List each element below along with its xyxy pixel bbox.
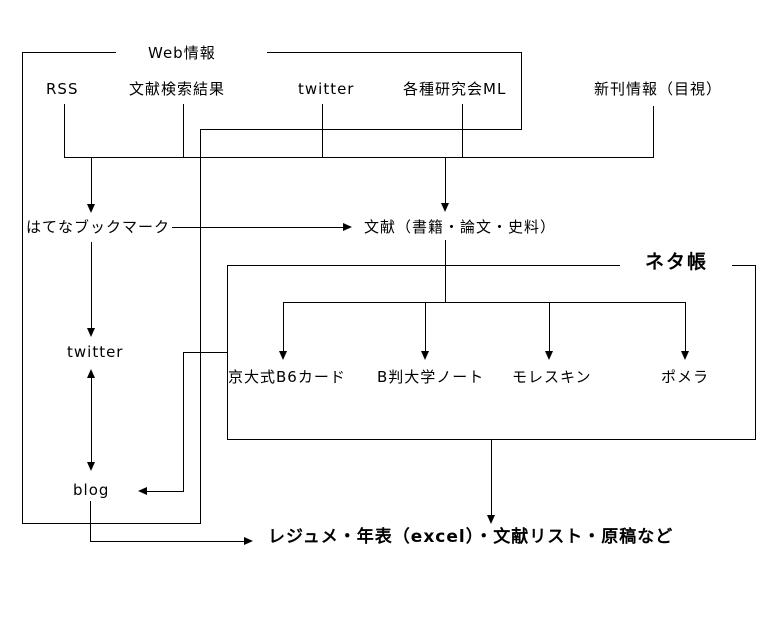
node-literature: 文献（書籍・論文・史料） [364,218,557,236]
search-results-drop-line [183,104,184,158]
webinfo-box-bottom-line [200,129,522,130]
arrow-twitter-blog-shaft [91,377,92,463]
arrow-to-pomera-shaft [685,302,686,352]
node-twitter-personal: twitter [67,343,124,361]
webinfo-box-right-line [521,52,522,130]
arrow-to-hatena-head [87,204,95,213]
node-idea-notebook: ネタ帳 [645,251,709,273]
webinfo-box-top-line-right [267,52,522,53]
netacho-to-blog-top-segment [183,352,228,353]
node-moleskine: モレスキン [512,368,592,386]
netacho-to-blog-shaft [146,491,183,492]
node-twitter-source: twitter [298,80,355,98]
netacho-to-blog-head [138,487,147,495]
netacho-to-outputs-shaft [491,439,492,516]
arrow-twitter-blog-up-head [87,369,95,378]
literature-to-netacho-line [445,240,446,302]
netacho-box-top-line-right [732,265,756,266]
node-outputs: レジュメ・年表（excel）・文献リスト・原稿など [268,527,674,547]
node-new-publication: 新刊情報（目視） [594,80,723,98]
netacho-box-top-line-left [227,265,620,266]
blog-to-outputs-shaft [90,541,245,542]
node-research-ml: 各種研究会ML [403,80,507,98]
arrow-to-b6card-head [279,351,287,360]
netacho-box-right-line [755,265,756,440]
arrow-hatena-to-literature-head [343,223,352,231]
new-publication-drop-line [653,106,654,158]
arrow-to-literature-head [441,203,449,212]
twitter-source-drop-line [322,104,323,158]
arrow-twitter-blog-down-head [87,462,95,471]
arrow-hatena-to-twitter-head [87,328,95,337]
blog-to-outputs-head [244,537,253,545]
netacho-to-blog-vertical-segment [183,352,184,492]
arrow-to-hatena-shaft [91,157,92,205]
arrow-hatena-to-literature-shaft [172,227,344,228]
loop-inner-vertical-line [200,129,201,524]
node-web-info: Web情報 [148,44,216,62]
rss-drop-line [64,104,65,158]
research-ml-drop-line [462,104,463,158]
node-rss: RSS [46,80,79,98]
node-hatena-bookmark: はてなブックマーク [26,218,171,236]
arrow-to-moleskine-shaft [549,302,550,352]
arrow-to-bnote-head [421,351,429,360]
node-search-results: 文献検索結果 [129,80,226,98]
sources-collector-line [64,157,654,158]
arrow-hatena-to-twitter-shaft [91,242,92,329]
netacho-to-outputs-head [487,515,495,524]
netacho-collector-line [283,302,686,303]
blog-to-outputs-vertical-segment [90,501,91,542]
node-blog: blog [73,481,110,499]
node-b-size-notebook: B判大学ノート [377,368,485,386]
loop-bottom-line [22,523,201,524]
webinfo-box-top-line-left [22,52,116,53]
arrow-to-moleskine-head [545,351,553,360]
arrow-to-b6card-shaft [283,302,284,352]
node-kyoto-b6-card: 京大式B6カード [228,368,346,386]
node-pomera: ポメラ [661,368,710,386]
arrow-to-literature-shaft [445,157,446,204]
arrow-to-bnote-shaft [425,302,426,352]
arrow-to-pomera-head [681,351,689,360]
loop-left-border-line [22,52,23,524]
